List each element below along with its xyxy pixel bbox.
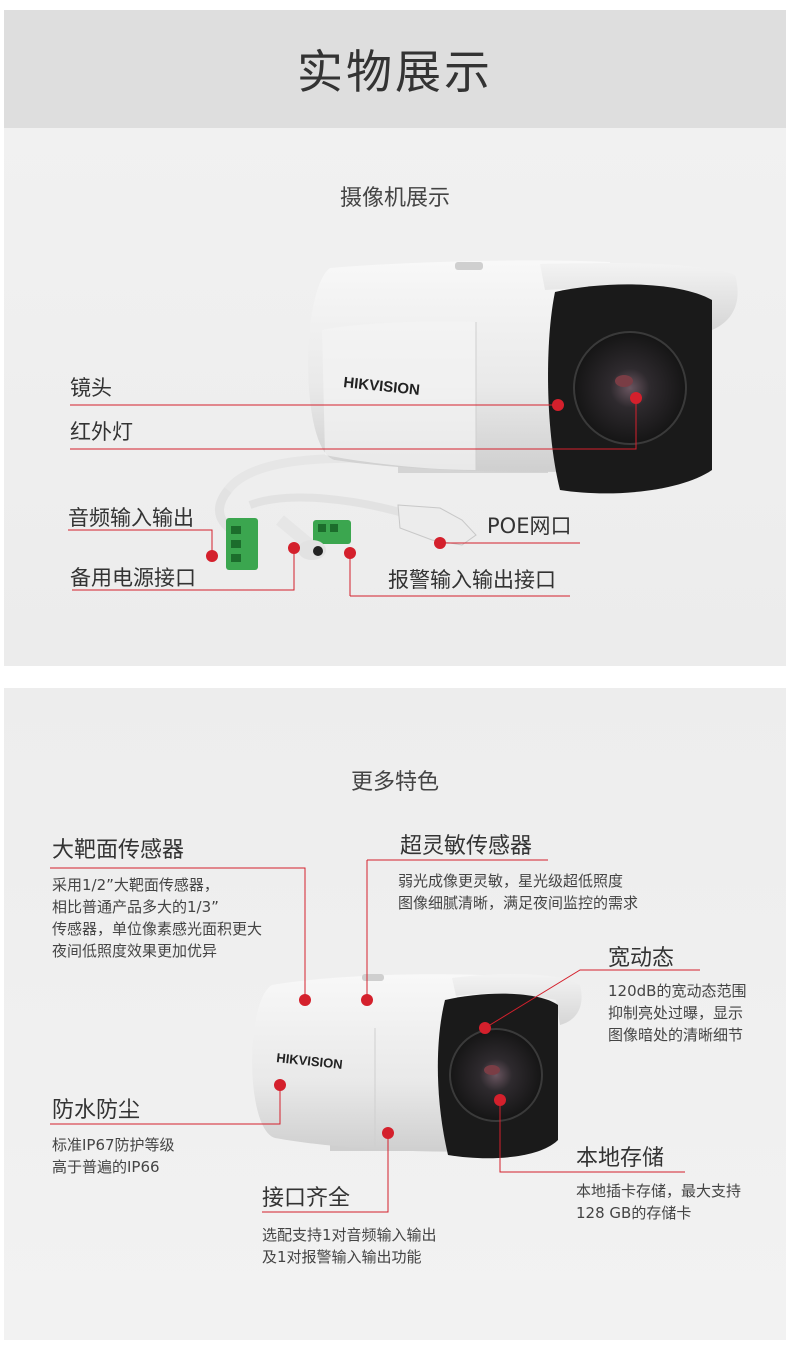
feature-desc-waterproof: 标准IP67防护等级 高于普遍的IP66 (52, 1136, 175, 1176)
leader-lines-2 (50, 859, 700, 1213)
lens-glass-2 (450, 1029, 542, 1121)
cable-lower (248, 493, 412, 519)
label-alarm-io: 报警输入输出接口 (388, 568, 556, 592)
label-backup-power: 备用电源接口 (70, 566, 196, 590)
page-title: 实物展示 (297, 45, 493, 99)
feature-desc-local-storage: 本地插卡存储，最大支持 128 GB的存储卡 (576, 1182, 742, 1222)
feature-title-wdr: 宽动态 (608, 946, 675, 971)
leader-lines-1 (68, 398, 637, 597)
label-audio-io: 音频输入输出 (68, 506, 194, 530)
label-lens: 镜头 (70, 376, 112, 400)
section-title-camera: 摄像机展示 (339, 186, 450, 211)
label-poe-port: POE网口 (487, 514, 572, 538)
feature-title-large-sensor: 大靶面传感器 (52, 838, 185, 863)
marker-dots-2 (274, 994, 506, 1139)
feature-title-waterproof: 防水防尘 (52, 1098, 141, 1123)
label-ir-light: 红外灯 (70, 420, 133, 444)
feature-title-ports: 接口齐全 (262, 1186, 351, 1211)
feature-title-sensitive-sensor: 超灵敏传感器 (400, 834, 533, 859)
feature-title-local-storage: 本地存储 (576, 1146, 665, 1171)
camera-2: HIKVISION (252, 974, 582, 1159)
camera-1: HIKVISION (215, 260, 738, 570)
page-header: 实物展示 (4, 10, 786, 128)
poe-connector (397, 504, 477, 546)
lens-glass (574, 332, 686, 444)
marker-dots-1 (206, 392, 642, 562)
feature-desc-ports: 选配支持1对音频输入输出 及1对报警输入输出功能 (262, 1226, 437, 1266)
sun-hood (540, 263, 738, 330)
section-title-features: 更多特色 (350, 770, 439, 795)
feature-desc-large-sensor: 采用1/2”大靶面传感器， 相比普通产品多大的1/3” 传感器，单位像素感光面积… (52, 876, 263, 960)
cable-power (276, 515, 314, 550)
feature-desc-wdr: 120dB的宽动态范围 抑制亮处过曝，显示 图像暗处的清晰细节 (608, 982, 747, 1044)
audio-terminal (226, 518, 258, 570)
brand-logo-2: HIKVISION (276, 1050, 344, 1072)
sun-hood-2 (452, 974, 582, 1025)
feature-desc-sensitive-sensor: 弱光成像更灵敏，星光级超低照度 图像细腻清晰，满足夜间监控的需求 (398, 872, 639, 912)
